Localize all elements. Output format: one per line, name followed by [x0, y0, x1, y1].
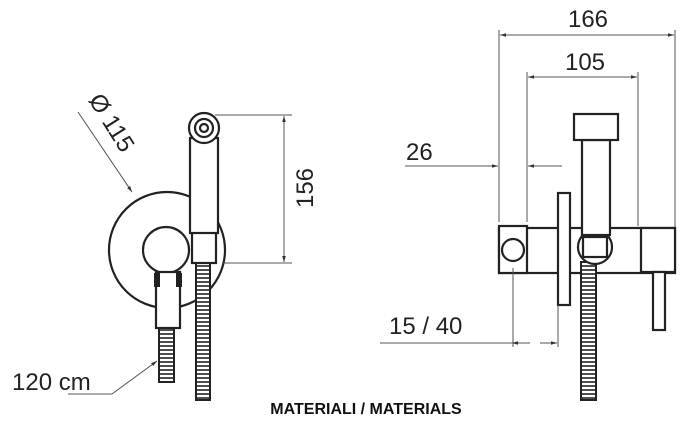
hose	[195, 262, 211, 401]
handshower-side-head	[572, 112, 620, 142]
lever-block	[639, 226, 677, 274]
dim-body-depth: 105	[565, 49, 605, 76]
dim-height: 156	[292, 168, 319, 208]
wall-flange	[556, 191, 572, 307]
dim-wall-range: 15 / 40	[389, 313, 462, 340]
holder	[190, 230, 218, 265]
front-view: 156 Ø 115 120 cm	[12, 89, 319, 401]
hose-side	[580, 261, 597, 401]
side-view: 166 105 26 15 / 40	[380, 6, 677, 401]
dim-diameter: Ø 115	[83, 89, 140, 157]
handshower-body	[188, 136, 220, 235]
lever-handle	[651, 270, 667, 332]
dim-inlet-depth: 26	[406, 139, 433, 166]
caption: MATERIALI / MATERIALS	[270, 401, 462, 418]
dim-total-depth: 166	[568, 6, 608, 33]
handshower-side-body	[580, 138, 612, 237]
dim-hose-length: 120 cm	[12, 369, 91, 396]
mixer-knob	[141, 225, 191, 275]
hose-short	[158, 327, 175, 383]
